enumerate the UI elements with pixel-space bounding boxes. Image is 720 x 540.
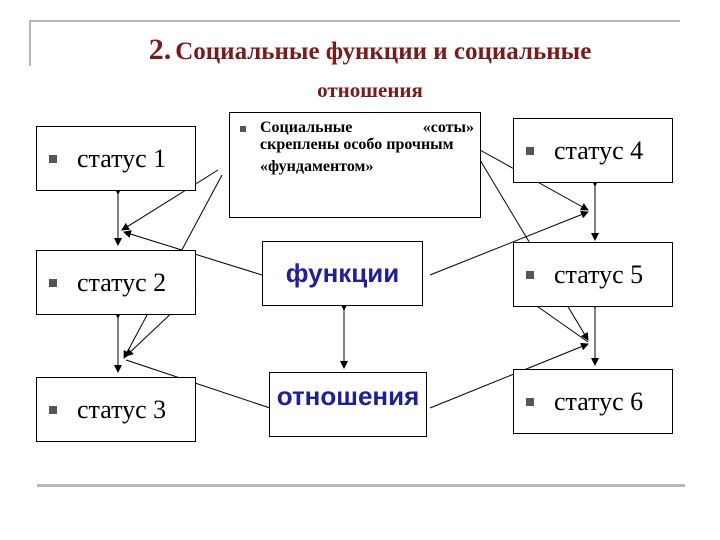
status-box-4: статус 4 bbox=[513, 118, 673, 183]
frame-left-line bbox=[29, 20, 31, 66]
square-bullet-icon bbox=[240, 126, 246, 132]
status-label: статус 1 bbox=[77, 143, 167, 173]
title-line-2: отношения bbox=[317, 78, 423, 102]
square-bullet-icon bbox=[49, 154, 57, 163]
status-box-3: статус 3 bbox=[36, 377, 196, 442]
square-bullet-icon bbox=[49, 278, 57, 287]
status-box-6: статус 6 bbox=[513, 369, 673, 434]
frame-bottom-line bbox=[37, 484, 685, 487]
relations-label: отношения bbox=[276, 381, 420, 411]
link-relations-right bbox=[429, 342, 589, 409]
status-label: статус 3 bbox=[77, 394, 167, 424]
description-box: Социальные «соты» скреплены особо прочны… bbox=[229, 112, 481, 218]
link-functions-right bbox=[429, 210, 589, 276]
square-bullet-icon bbox=[526, 270, 534, 279]
status-label: статус 5 bbox=[554, 259, 644, 289]
status-label: статус 4 bbox=[554, 135, 644, 165]
link-desc-to-status2 bbox=[121, 169, 219, 231]
square-bullet-icon bbox=[49, 405, 57, 414]
square-bullet-icon bbox=[526, 397, 534, 406]
description-main: Социальные «соты» скреплены особо прочны… bbox=[260, 119, 474, 153]
square-bullet-icon bbox=[526, 146, 534, 155]
description-last: «фундаментом» bbox=[260, 158, 374, 175]
slide-title: 2. Социальные функции и социальные отнош… bbox=[60, 28, 680, 105]
relations-box: отношения bbox=[269, 372, 427, 437]
status-box-2: статус 2 bbox=[36, 250, 196, 315]
status-box-5: статус 5 bbox=[513, 242, 673, 307]
functions-box: функции bbox=[262, 241, 423, 306]
title-number: 2. bbox=[148, 33, 172, 66]
functions-label: функции bbox=[285, 258, 400, 288]
link-relations-left bbox=[125, 359, 271, 409]
description-text: Социальные «соты» скреплены особо прочны… bbox=[260, 119, 474, 213]
title-line-1: Социальные функции и социальные bbox=[175, 38, 592, 65]
frame-top-line bbox=[30, 20, 680, 22]
status-label: статус 6 bbox=[554, 386, 644, 416]
status-label: статус 2 bbox=[77, 267, 167, 297]
status-box-1: статус 1 bbox=[36, 126, 196, 191]
